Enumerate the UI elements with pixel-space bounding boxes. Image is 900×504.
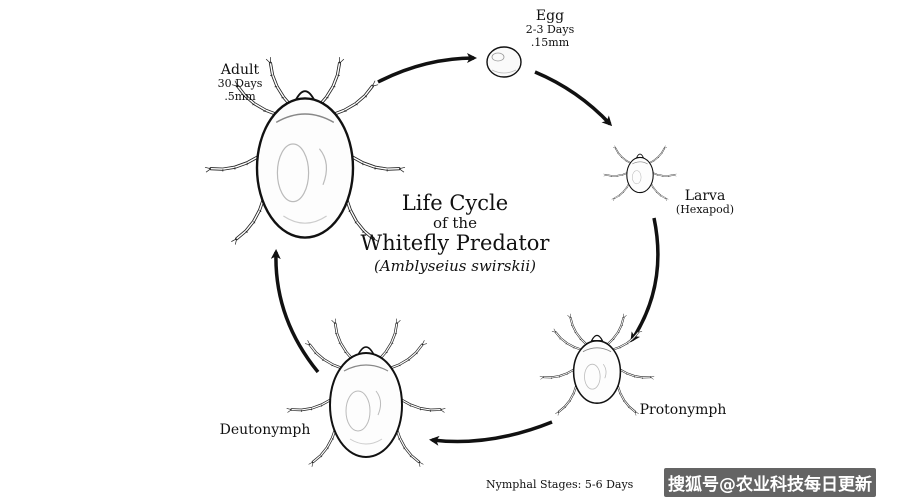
arrow-protonymph-to-deutonymph (429, 420, 553, 446)
title-line-1: Life Cycle (401, 191, 509, 215)
larva-name: Larva (684, 188, 726, 204)
larva-label: Larva (Hexapod) (660, 188, 750, 217)
protonymph-label: Protonymph (628, 402, 738, 418)
title-species: (Amblyseius swirskii) (373, 256, 537, 275)
adult-illustration (203, 53, 407, 247)
deutonymph-name: Deutonymph (219, 422, 311, 438)
adult-duration: 30 Days (217, 77, 263, 91)
larva-note: (Hexapod) (675, 203, 735, 217)
title-line-3: Whitefly Predator (360, 230, 550, 255)
arrow-egg-to-larva (534, 70, 613, 127)
watermark: 搜狐号@农业科技每日更新 (664, 468, 876, 497)
adult-name: Adult (220, 62, 260, 78)
protonymph-name: Protonymph (639, 402, 727, 418)
egg-duration: 2-3 Days (525, 23, 575, 37)
deutonymph-illustration (285, 315, 447, 469)
deutonymph-label: Deutonymph (200, 422, 330, 438)
larva-illustration (602, 141, 678, 202)
egg-illustration (486, 46, 522, 78)
arrow-deutonymph-to-adult (270, 249, 320, 374)
adult-size: .5mm (224, 89, 256, 103)
egg-name: Egg (535, 8, 565, 24)
arrow-larva-to-protonymph (630, 217, 660, 343)
arrow-adult-to-egg (377, 53, 477, 84)
diagram-title: Life Cycle of the Whitefly Predator (Amb… (360, 191, 550, 275)
title-line-2: of the (433, 214, 477, 233)
nymphal-stages-note: Nymphal Stages: 5-6 Days (486, 478, 634, 491)
adult-label: Adult 30 Days .5mm (200, 62, 280, 103)
egg-size: .15mm (530, 35, 570, 49)
egg-label: Egg 2-3 Days .15mm (505, 8, 595, 49)
protonymph-illustration (538, 310, 656, 418)
